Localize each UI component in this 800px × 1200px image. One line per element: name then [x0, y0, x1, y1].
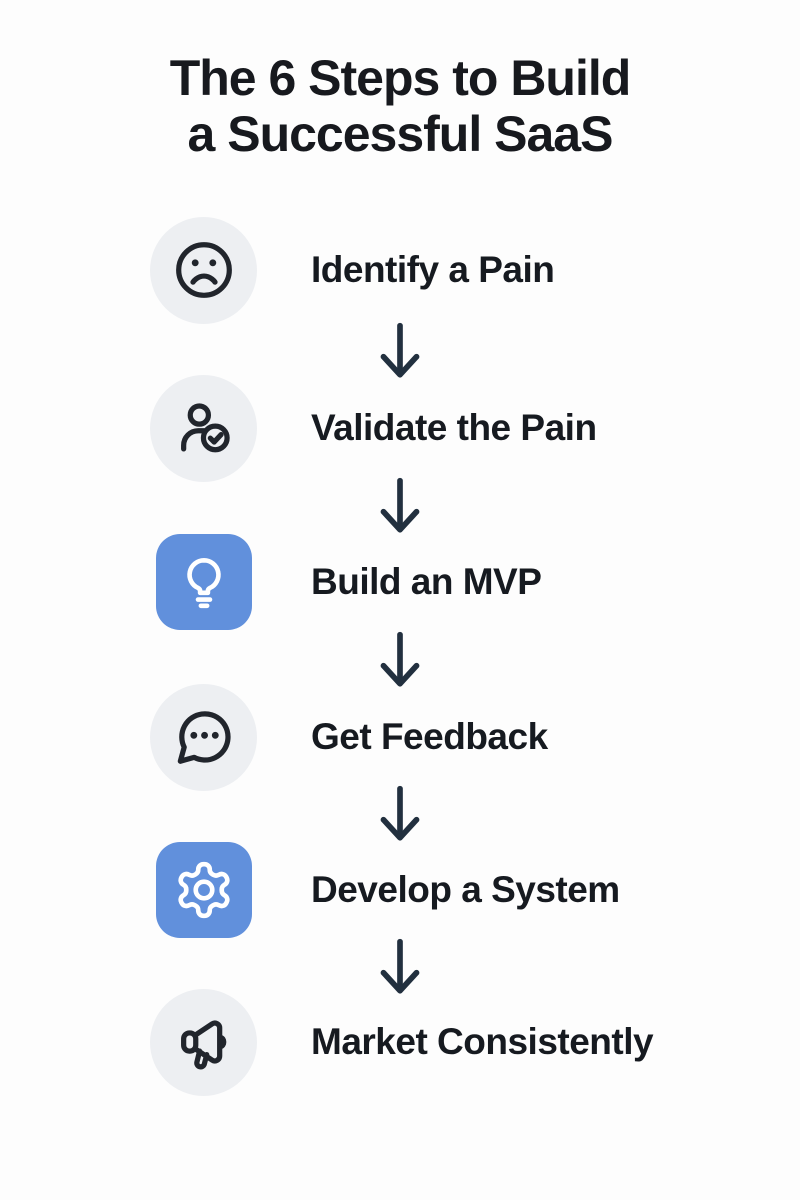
step-label: Identify a Pain — [311, 249, 555, 290]
step-label: Market Consistently — [311, 1021, 654, 1062]
step-build-an-mvp: Build an MVP — [150, 528, 770, 636]
megaphone-icon — [171, 1009, 237, 1075]
step-icon-badge — [150, 988, 257, 1096]
step-icon-badge — [150, 683, 257, 791]
down-arrow-icon — [372, 629, 428, 691]
step-label: Develop a System — [311, 869, 620, 910]
down-arrow-icon — [372, 936, 428, 998]
down-arrow-icon — [372, 475, 428, 537]
step-icon-badge — [150, 216, 257, 324]
chat-bubble-icon — [171, 704, 237, 770]
frown-icon — [171, 237, 237, 303]
step-icon-badge — [155, 842, 252, 938]
lightbulb-icon — [173, 551, 235, 613]
step-label: Build an MVP — [311, 561, 542, 602]
gear-icon — [173, 859, 235, 921]
step-get-feedback: Get Feedback — [150, 683, 770, 791]
down-arrow-icon — [372, 320, 428, 382]
page-title-line2: a Successful SaaS — [187, 106, 614, 162]
page-title-line1: The 6 Steps to Build — [169, 50, 632, 106]
step-market-consistently: Market Consistently — [150, 988, 770, 1096]
page-title: The 6 Steps to Build a Successful SaaS — [0, 50, 800, 162]
step-validate-the-pain: Validate the Pain — [150, 374, 770, 482]
step-identify-a-pain: Identify a Pain — [150, 216, 770, 324]
step-icon-badge — [155, 534, 252, 630]
step-icon-badge — [150, 374, 257, 482]
down-arrow-icon — [372, 783, 428, 845]
user-check-icon — [171, 395, 237, 461]
step-label: Get Feedback — [311, 716, 548, 757]
step-develop-a-system: Develop a System — [150, 836, 770, 944]
step-label: Validate the Pain — [311, 407, 597, 448]
